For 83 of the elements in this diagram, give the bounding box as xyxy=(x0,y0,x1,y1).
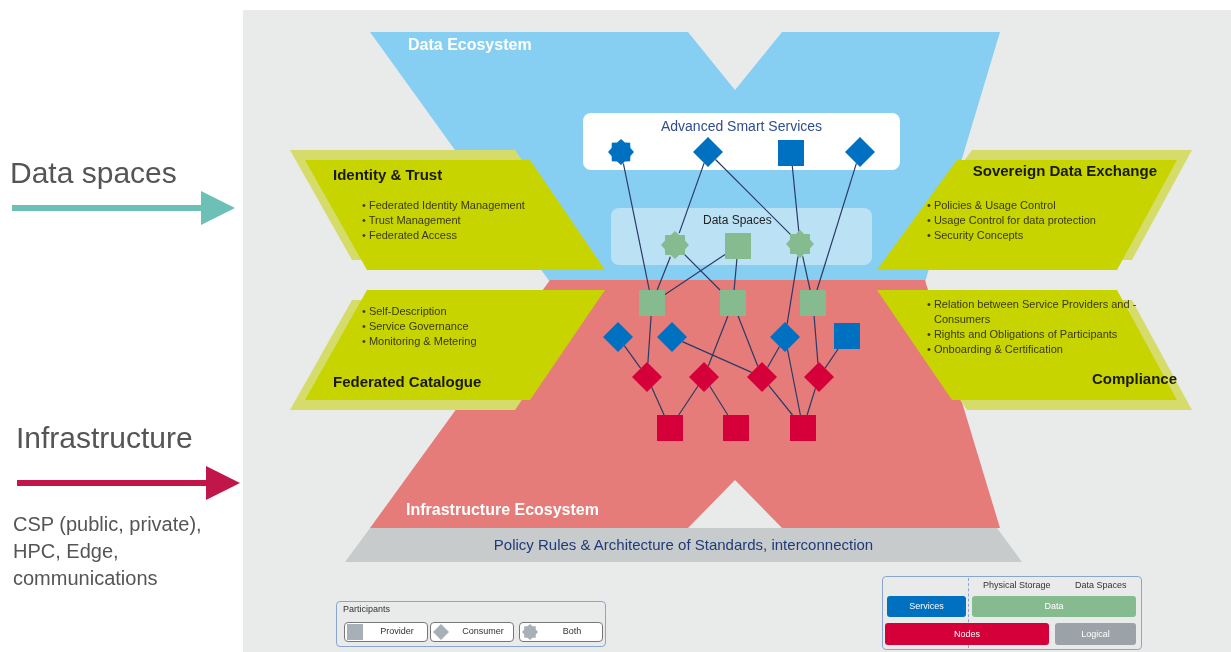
list-item: • Trust Management xyxy=(362,213,462,228)
connector-line xyxy=(623,345,642,369)
band-title: Data Ecosystem xyxy=(408,36,532,54)
diamond-marker xyxy=(689,362,719,392)
data-spaces-panel xyxy=(611,208,872,265)
square-marker xyxy=(778,140,804,166)
square-marker xyxy=(657,415,683,441)
legend-title: Participants xyxy=(343,604,391,614)
legend-label: Both xyxy=(561,626,583,636)
connector-line xyxy=(813,315,819,364)
connector-line xyxy=(664,254,726,295)
square-marker xyxy=(725,233,751,259)
star-marker xyxy=(661,231,689,259)
connector-line xyxy=(733,258,738,291)
legend-label: Provider xyxy=(379,626,415,636)
list-item: • Usage Control for data protection xyxy=(927,213,1097,228)
legend-key: Services xyxy=(887,596,966,617)
diamond-marker xyxy=(747,362,777,392)
connector-line xyxy=(802,255,811,291)
side-heading: Infrastructure xyxy=(16,421,231,459)
column-heading: Data Spaces xyxy=(1075,580,1127,590)
connector-line xyxy=(768,384,794,416)
legend-key: Data xyxy=(972,596,1136,617)
list-item: • Policies & Usage Control xyxy=(927,198,1057,213)
panel-heading: Federated Catalogue xyxy=(333,373,482,390)
connector-line xyxy=(622,162,650,291)
diamond-marker xyxy=(603,322,633,352)
square-marker xyxy=(639,290,665,316)
connector-line xyxy=(791,165,800,233)
star-marker xyxy=(608,139,634,165)
column-heading: Physical Storage xyxy=(983,580,1051,590)
panel-title: Data Spaces xyxy=(703,213,772,227)
diamond-marker xyxy=(657,322,687,352)
panel-heading: Sovereign Data Exchange xyxy=(972,162,1157,179)
connector-line xyxy=(786,255,799,325)
list-item: • Federated Identity Management xyxy=(362,198,526,213)
square-marker xyxy=(723,415,749,441)
standards-band xyxy=(345,528,1022,562)
connector-line xyxy=(647,315,652,364)
panel-heading: Identity & Trust xyxy=(333,166,443,183)
connector-line xyxy=(816,162,857,291)
list-item: • Rights and Obligations of Participants xyxy=(927,327,1119,342)
band-title: Policy Rules & Architecture of Standards, interconnection xyxy=(492,536,875,553)
list-item: • Monitoring & Metering xyxy=(362,334,478,349)
panel-title: Advanced Smart Services xyxy=(659,118,824,134)
diamond-marker xyxy=(693,137,723,167)
legend-key: Nodes xyxy=(885,623,1049,645)
diamond-marker xyxy=(632,362,662,392)
square-marker xyxy=(800,290,826,316)
connector-line xyxy=(651,386,665,416)
side-heading: Data spaces xyxy=(10,156,210,194)
legend-label: Consumer xyxy=(461,626,505,636)
connector-line xyxy=(714,158,792,236)
square-marker xyxy=(720,290,746,316)
list-item: • Onboarding & Certification xyxy=(927,342,1064,357)
star-marker xyxy=(786,230,814,258)
list-item: • Self-Description xyxy=(362,304,448,319)
connector-line xyxy=(786,348,801,416)
list-item: • Federated Access xyxy=(362,228,458,243)
connector-line xyxy=(678,385,699,416)
connector-line xyxy=(737,315,759,367)
services-panel xyxy=(583,113,900,170)
connector-line xyxy=(824,348,839,369)
connector-line xyxy=(806,387,816,416)
connector-line xyxy=(766,345,781,369)
parallelogram-panel xyxy=(290,148,607,272)
diamond-marker xyxy=(804,362,834,392)
band-title: Infrastructure Ecosystem xyxy=(406,501,599,519)
connector-line xyxy=(678,162,705,234)
square-marker xyxy=(790,415,816,441)
connector-line xyxy=(656,256,671,291)
diamond-marker xyxy=(845,137,875,167)
legend-key: Logical xyxy=(1055,623,1136,645)
list-item: • Service Governance xyxy=(362,319,470,334)
connector-line xyxy=(683,253,721,291)
parallelogram-panel xyxy=(876,148,1193,272)
list-item: • Security Concepts xyxy=(927,228,1025,243)
connector-line xyxy=(707,315,729,367)
connector-line xyxy=(709,385,729,416)
square-marker xyxy=(834,323,860,349)
connector-line xyxy=(681,341,753,373)
side-note: CSP (public, private), HPC, Edge, communications xyxy=(13,512,203,591)
diamond-marker xyxy=(770,322,800,352)
